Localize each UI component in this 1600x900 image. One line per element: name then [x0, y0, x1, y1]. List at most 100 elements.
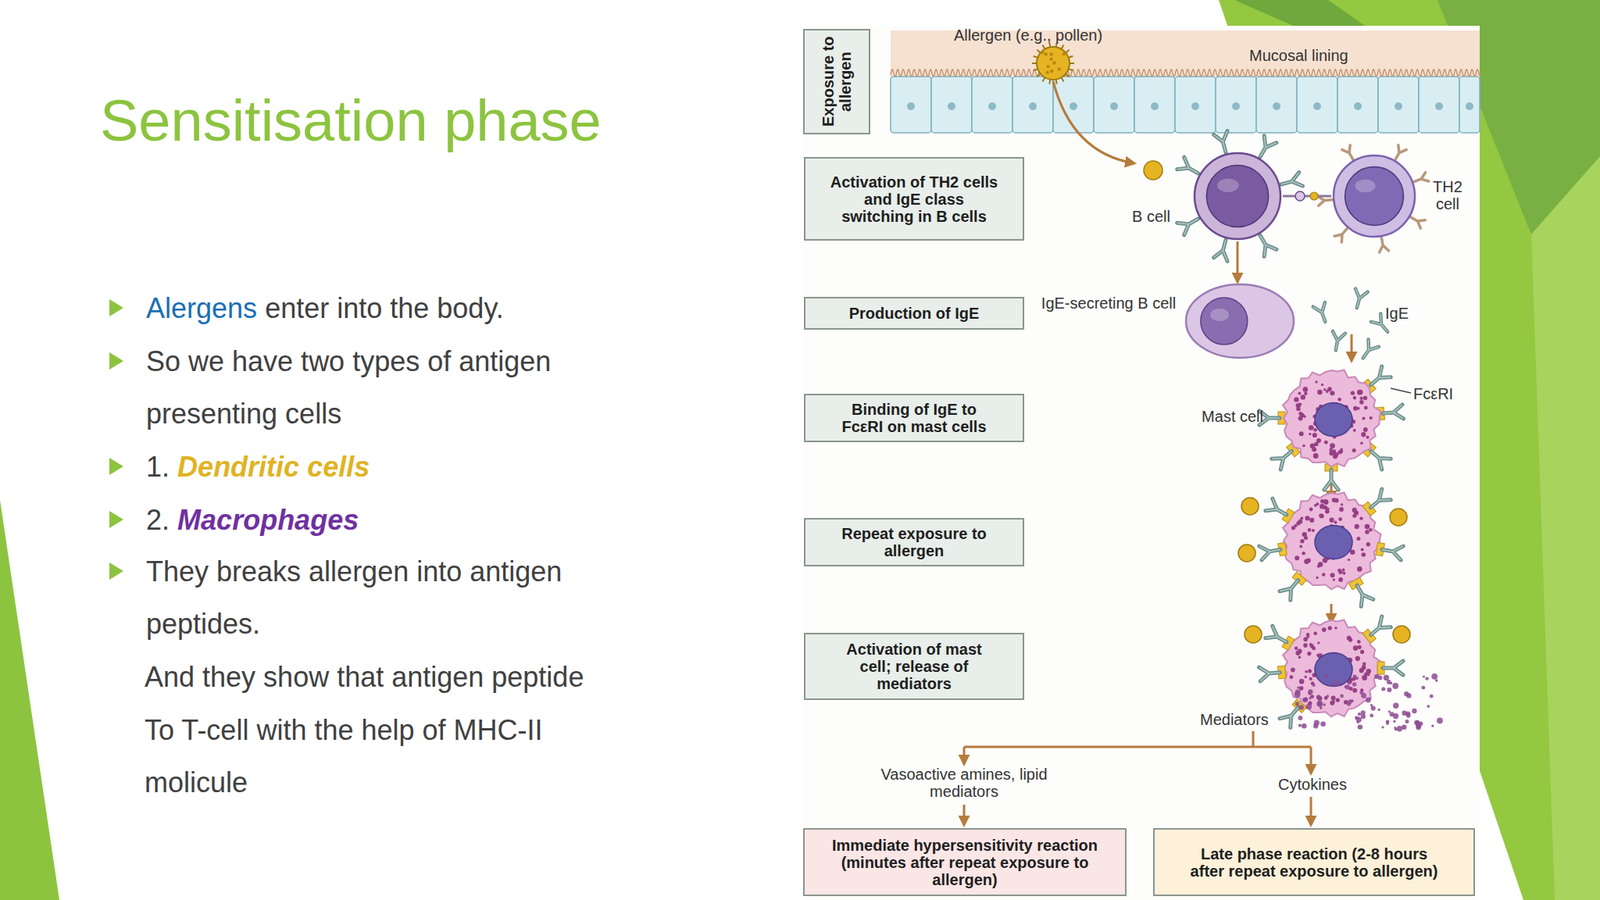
- epithelial-cell: [1296, 76, 1338, 133]
- receptor-symbol: [1259, 541, 1288, 560]
- epithelial-cell: [1012, 76, 1054, 133]
- granule: [1304, 670, 1308, 674]
- leader-line: [1390, 388, 1411, 393]
- antibody-symbol: [1279, 172, 1304, 192]
- mediator-dot: [1325, 694, 1329, 698]
- cell-membrane: [1333, 155, 1415, 237]
- mediator-dot: [1355, 676, 1359, 680]
- epithelial-cell: [971, 76, 1013, 133]
- mediator-dot: [1383, 675, 1390, 681]
- granule: [1357, 645, 1362, 650]
- granule: [1332, 497, 1337, 503]
- step-box: Binding of IgE to FcεRI on mast cells: [803, 393, 1025, 443]
- mediator-dot: [1294, 691, 1301, 698]
- granule: [1359, 400, 1365, 405]
- mediator-dot: [1339, 694, 1344, 699]
- step-box: Activation of mast cell; release of medi…: [803, 632, 1025, 700]
- epithelial-cell: [1134, 76, 1175, 133]
- pollen-dot: [1062, 52, 1066, 56]
- granule: [1355, 656, 1361, 661]
- bullet-text: And they show that antigen peptide: [144, 660, 584, 693]
- granule: [1337, 568, 1342, 573]
- granule: [1296, 521, 1300, 525]
- cell-details: [1143, 131, 1443, 733]
- receptor-symbol: [1377, 660, 1404, 675]
- granule: [1298, 416, 1304, 422]
- mediator-dot: [1302, 697, 1308, 703]
- mediator-dot: [1422, 675, 1425, 678]
- mediator-dot: [1365, 697, 1372, 704]
- mediator-dot: [1308, 696, 1311, 700]
- granule: [1325, 509, 1330, 515]
- cell-nucleus: [1465, 102, 1474, 111]
- mediator-dot: [1299, 704, 1304, 710]
- cell-nucleus: [1313, 102, 1322, 111]
- mediator-dot: [1431, 725, 1434, 728]
- granule: [1303, 392, 1308, 396]
- granule: [1293, 396, 1299, 402]
- pollen-dot: [1040, 50, 1044, 54]
- granule: [1312, 674, 1315, 677]
- antibody-symbol: [1214, 131, 1233, 155]
- granule: [1319, 706, 1322, 709]
- mediator-dot: [1357, 712, 1361, 716]
- allergen-particle: [1392, 625, 1411, 643]
- granule: [1313, 453, 1319, 459]
- mediator-dot: [1392, 682, 1399, 690]
- cell-shape: [1280, 367, 1383, 469]
- mediator-dot: [1431, 673, 1438, 680]
- cell-nucleus: [1272, 102, 1281, 111]
- cell-shape: [1183, 282, 1297, 361]
- allergen-particle: [1241, 497, 1259, 515]
- cell-nucleus: [1345, 167, 1404, 226]
- mediator-dot: [1426, 704, 1430, 708]
- granule: [1321, 572, 1325, 576]
- antibody-symbol: [1329, 331, 1346, 352]
- granule: [1316, 438, 1322, 443]
- bullet-line: 1.Dendritic cells: [146, 440, 647, 493]
- granule: [1290, 667, 1296, 673]
- mediator-dot: [1312, 683, 1316, 687]
- bullet-text: 2.: [146, 503, 170, 536]
- pollen-dot: [1050, 69, 1054, 73]
- bullet-text: They breaks allergen into antigen peptid…: [146, 555, 562, 640]
- epithelial-cell: [1378, 76, 1419, 133]
- antibody-symbol: [1253, 232, 1277, 258]
- epithelial-cell: [1053, 76, 1094, 133]
- granule: [1334, 626, 1337, 629]
- granule: [1314, 632, 1318, 636]
- highlight: [1355, 179, 1376, 193]
- box-text: Immediate hypersensitivity reaction (min…: [828, 836, 1102, 889]
- receptor-symbol: [1259, 664, 1286, 682]
- mediator-dot: [1357, 721, 1360, 724]
- allergen-particle: [1244, 625, 1262, 643]
- mediator-dot: [1316, 700, 1323, 708]
- th2-cell: TH2 cell: [1331, 153, 1418, 240]
- granule: [1366, 668, 1372, 674]
- mediator-dot: [1322, 703, 1326, 707]
- granule: [1333, 452, 1340, 458]
- granule: [1291, 525, 1296, 530]
- granule: [1323, 558, 1328, 563]
- bullet-text: To T-cell with the help of MHC-II molicu…: [144, 714, 543, 799]
- pollen-dot: [1049, 57, 1053, 61]
- granule: [1352, 507, 1358, 513]
- box-text: Activation of TH2 cells and IgE class sw…: [828, 173, 1000, 225]
- granule: [1295, 650, 1300, 656]
- box-text: Activation of mast cell; release of medi…: [828, 640, 1000, 693]
- box-text: Late phase reaction (2-8 hours after rep…: [1185, 845, 1443, 880]
- peptide-symbol: [1310, 192, 1318, 200]
- mediator-dot: [1381, 686, 1386, 691]
- granule: [1323, 499, 1329, 504]
- box-text: Repeat exposure to allergen: [828, 525, 1000, 560]
- granule: [1324, 440, 1329, 445]
- part-label: Mucosal lining: [1249, 46, 1349, 65]
- mediator-dot: [1435, 678, 1439, 683]
- microvilli: [890, 69, 1482, 77]
- cell-nucleus: [907, 102, 915, 111]
- antibody-symbol: [1177, 212, 1203, 236]
- granule: [1309, 517, 1315, 523]
- cell-shape: [1192, 150, 1283, 242]
- granule: [1317, 641, 1320, 644]
